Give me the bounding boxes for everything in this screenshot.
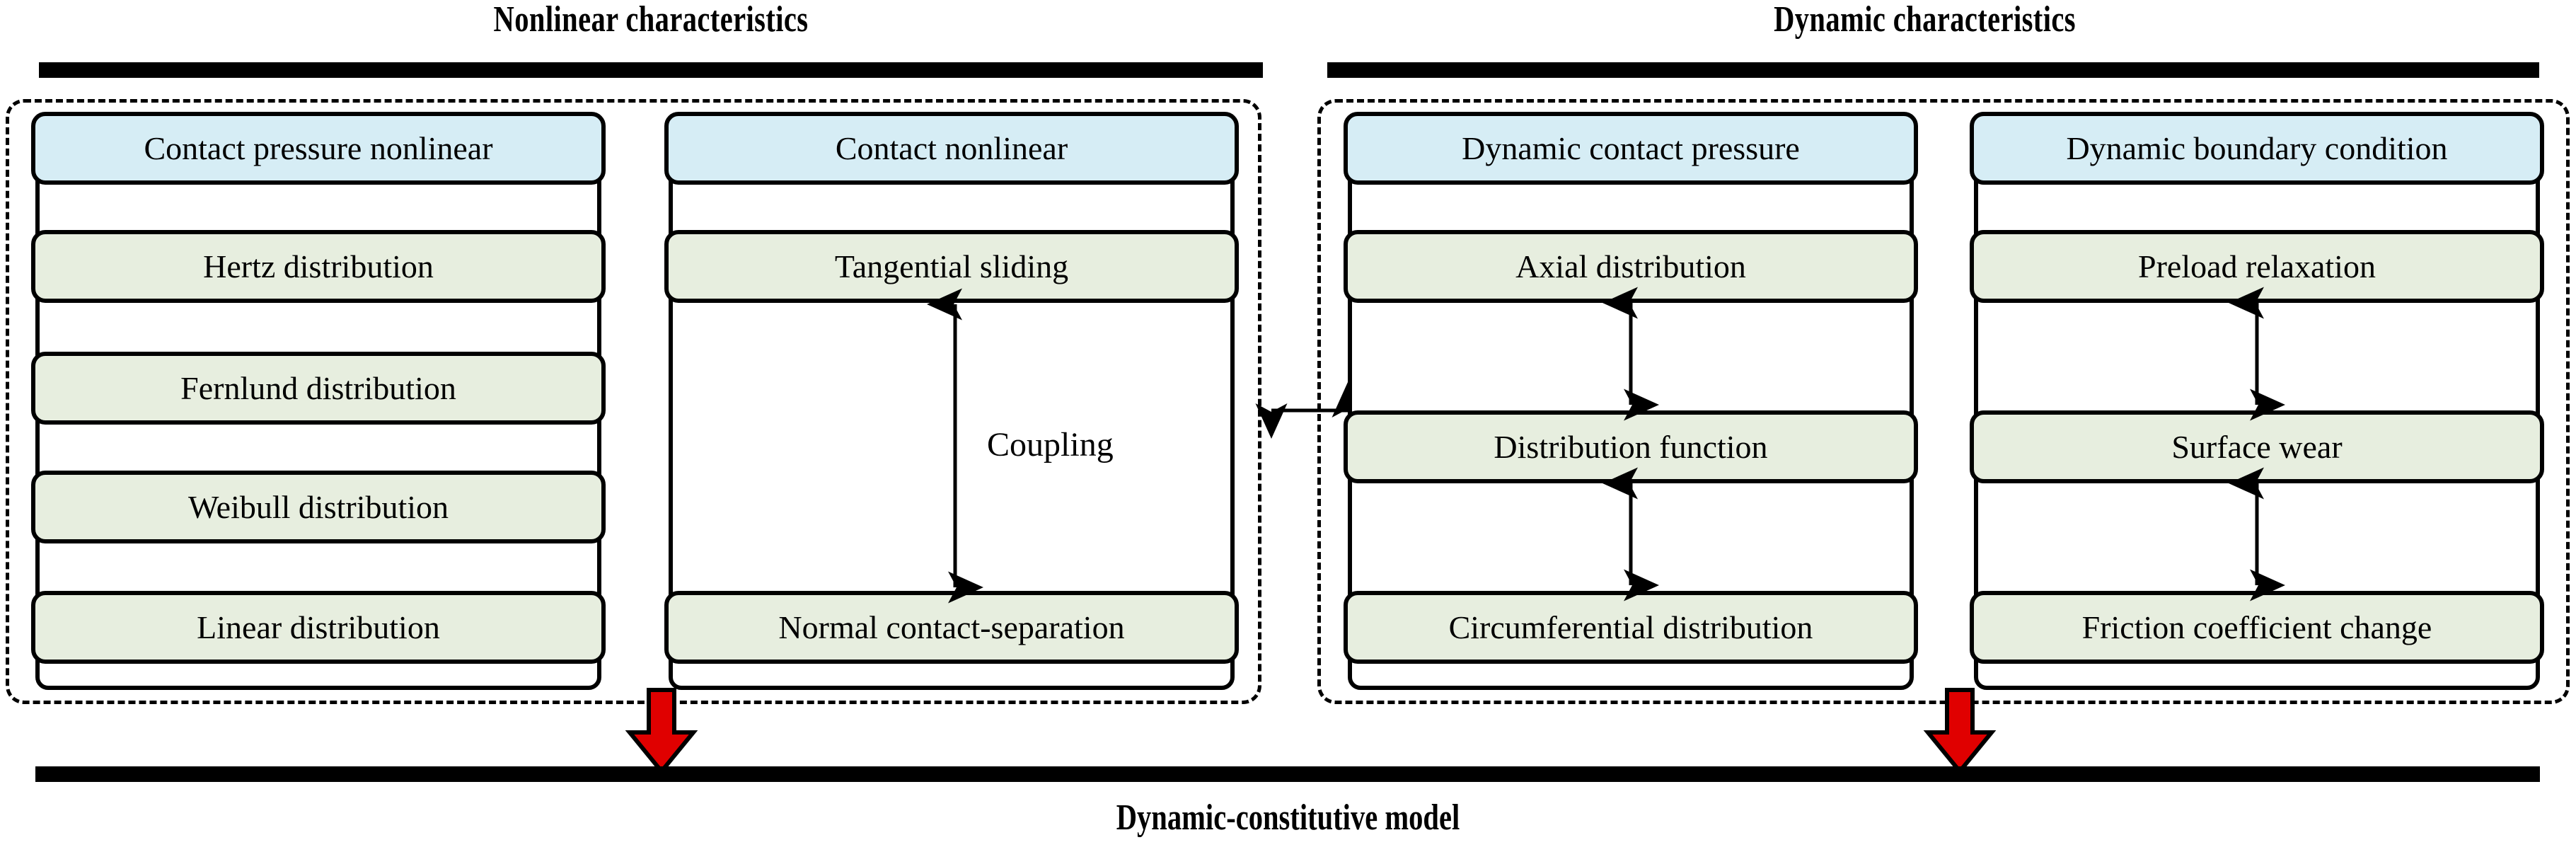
red-down-arrow-right (1923, 688, 1997, 775)
coupling-label: Coupling (987, 426, 1114, 464)
coupling-double-arrow (927, 288, 983, 604)
column-header-contact-nonlinear[interactable]: Contact nonlinear (664, 112, 1239, 185)
wear-to-friction-double-arrow (2229, 467, 2285, 601)
distribution-to-circumferential-double-arrow (1602, 467, 1659, 601)
item-surface-wear[interactable]: Surface wear (1970, 410, 2544, 483)
item-fernlund-distribution[interactable]: Fernlund distribution (31, 352, 606, 425)
column-header-contact-pressure-nonlinear[interactable]: Contact pressure nonlinear (31, 112, 606, 185)
footer-title: Dynamic-constitutive model (1116, 798, 1460, 838)
page-title-dynamic: Dynamic characteristics (1774, 0, 2076, 40)
item-circumferential-distribution[interactable]: Circumferential distribution (1344, 591, 1918, 664)
item-weibull-distribution[interactable]: Weibull distribution (31, 471, 606, 543)
top-rule-right (1327, 62, 2539, 78)
page-title-nonlinear: Nonlinear characteristics (493, 0, 809, 40)
item-tangential-sliding[interactable]: Tangential sliding (664, 230, 1239, 303)
group-dynamic-characteristics (1317, 99, 2570, 704)
bottom-rule (35, 766, 2540, 782)
group-nonlinear-characteristics (6, 99, 1261, 704)
group-link-double-arrow (1255, 382, 1364, 439)
column-header-dynamic-boundary-condition[interactable]: Dynamic boundary condition (1970, 112, 2544, 185)
item-linear-distribution[interactable]: Linear distribution (31, 591, 606, 664)
red-down-arrow-left (625, 688, 698, 775)
top-rule-left (39, 62, 1263, 78)
item-hertz-distribution[interactable]: Hertz distribution (31, 230, 606, 303)
preload-to-wear-double-arrow (2229, 287, 2285, 421)
axial-to-distribution-double-arrow (1602, 287, 1659, 421)
item-distribution-function[interactable]: Distribution function (1344, 410, 1918, 483)
item-friction-coefficient-change[interactable]: Friction coefficient change (1970, 591, 2544, 664)
item-preload-relaxation[interactable]: Preload relaxation (1970, 230, 2544, 303)
item-axial-distribution[interactable]: Axial distribution (1344, 230, 1918, 303)
column-header-dynamic-contact-pressure[interactable]: Dynamic contact pressure (1344, 112, 1918, 185)
item-normal-contact-separation[interactable]: Normal contact-separation (664, 591, 1239, 664)
